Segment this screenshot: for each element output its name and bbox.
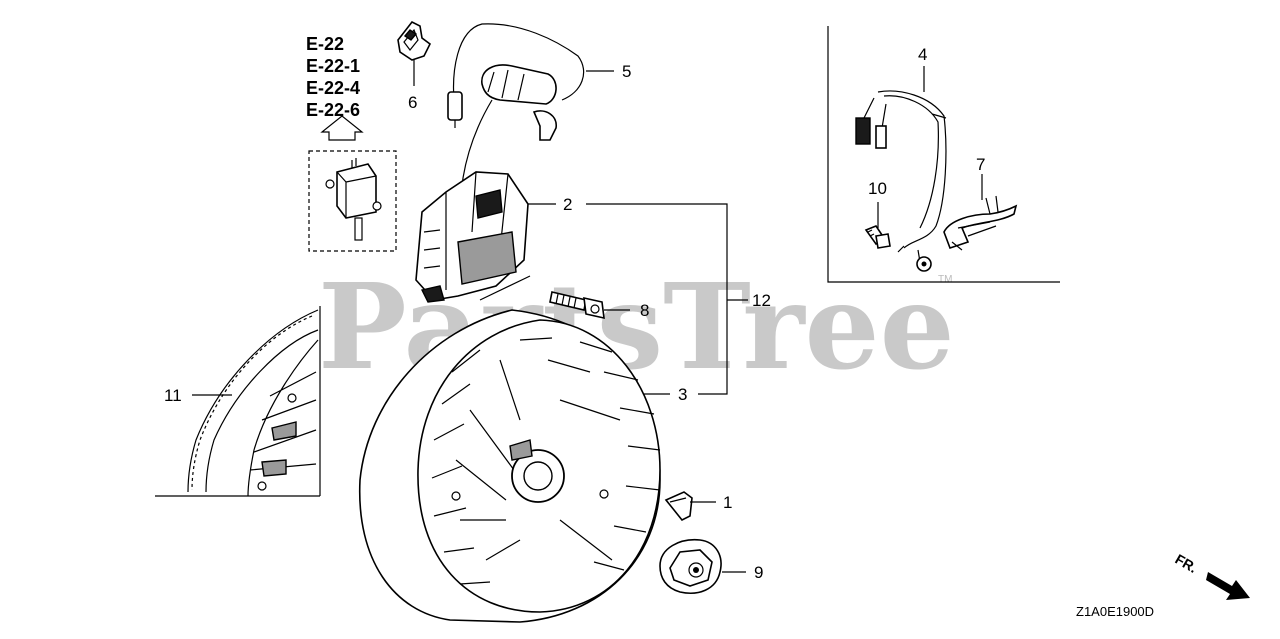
callout-3[interactable]: 3 [678, 385, 687, 404]
callout-5[interactable]: 5 [622, 62, 631, 81]
callout-4[interactable]: 4 [918, 45, 927, 64]
callout-12[interactable]: 12 [752, 291, 771, 310]
wire-clamp-icon[interactable] [943, 195, 1018, 251]
ref-label-e22-4[interactable]: E-22-4 [306, 78, 360, 98]
trademark-text: TM [938, 274, 952, 285]
bracket-line-12 [586, 203, 728, 395]
flywheel-icon[interactable] [358, 309, 661, 623]
callout-10[interactable]: 10 [868, 179, 887, 198]
ignition-coil-icon[interactable] [415, 171, 529, 303]
ref-label-e22-1[interactable]: E-22-1 [306, 56, 360, 76]
callout-7[interactable]: 7 [976, 155, 985, 174]
callout-8[interactable]: 8 [640, 301, 649, 320]
flange-bolt-small-icon[interactable] [864, 225, 891, 249]
flange-bolt-icon[interactable] [549, 291, 605, 320]
callout-11[interactable]: 11 [164, 386, 182, 405]
callout-numbers: 1 2 3 4 5 6 7 8 9 10 11 12 [164, 45, 985, 582]
ref-label-e22-6[interactable]: E-22-6 [306, 100, 360, 120]
diagram-code: Z1A0E1900D [1076, 604, 1154, 619]
ring-gear-icon[interactable] [187, 309, 319, 497]
callout-9[interactable]: 9 [754, 563, 763, 582]
harness-frame [827, 26, 1060, 283]
flange-nut-icon[interactable] [659, 539, 722, 594]
leader-line-coil [479, 275, 531, 301]
reference-unit-box [308, 150, 397, 252]
cord-clip-icon[interactable] [397, 20, 432, 61]
direction-arrow-icon: FR. [1173, 551, 1250, 600]
woodruff-key-icon[interactable] [664, 491, 693, 522]
callout-1[interactable]: 1 [723, 493, 732, 512]
reference-labels: E-22 E-22-1 E-22-4 E-22-6 [306, 34, 360, 120]
spark-plug-cap-icon[interactable] [447, 23, 585, 269]
wire-harness-icon[interactable] [855, 90, 947, 272]
up-arrow-icon [320, 115, 364, 141]
callout-6[interactable]: 6 [408, 93, 417, 112]
ref-label-e22[interactable]: E-22 [306, 34, 344, 54]
callout-2[interactable]: 2 [563, 195, 572, 214]
direction-label: FR. [1173, 551, 1201, 576]
